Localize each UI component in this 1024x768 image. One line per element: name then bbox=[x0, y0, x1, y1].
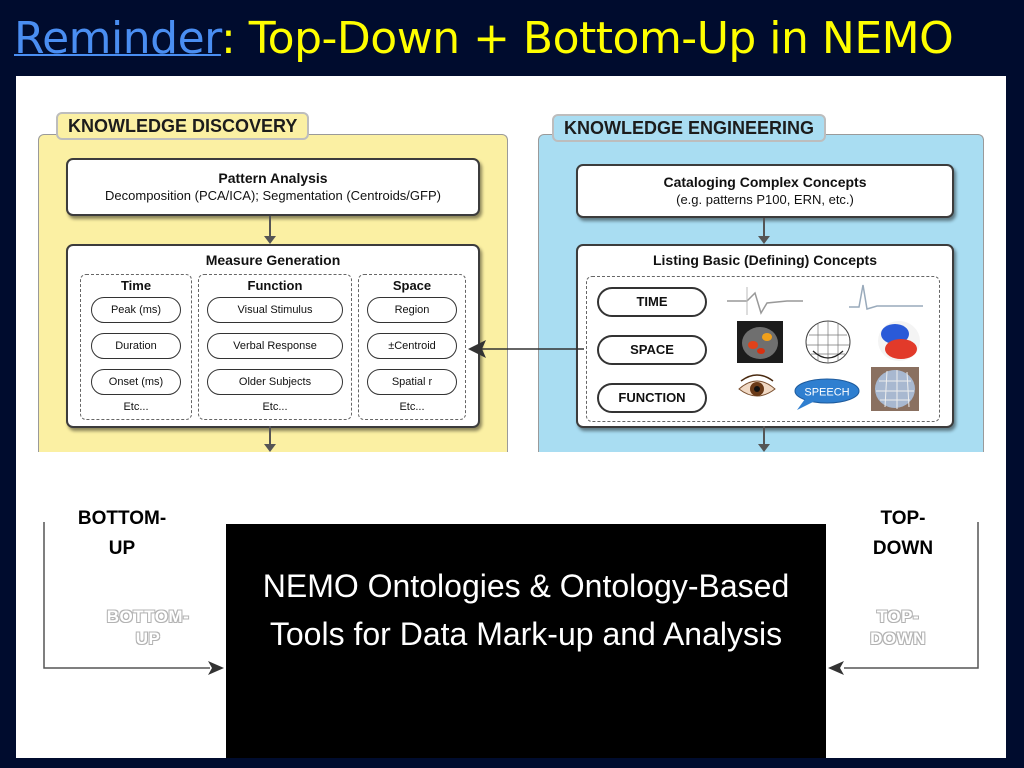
cataloging-title: Cataloging Complex Concepts bbox=[663, 174, 867, 190]
pattern-analysis-box: Pattern Analysis Decomposition (PCA/ICA)… bbox=[66, 158, 480, 216]
function-column-title: Function bbox=[247, 278, 303, 293]
cataloging-box: Cataloging Complex Concepts (e.g. patter… bbox=[576, 164, 954, 218]
space-column: Space Region ±Centroid Spatial r Etc... bbox=[358, 274, 466, 420]
function-etc: Etc... bbox=[262, 401, 288, 413]
region-pill: Region bbox=[367, 297, 457, 323]
electrode-map-image bbox=[805, 320, 851, 364]
topography-map-image bbox=[878, 321, 920, 361]
time-column: Time Peak (ms) Duration Onset (ms) Etc..… bbox=[80, 274, 192, 420]
reminder-link[interactable]: Reminder bbox=[14, 13, 221, 64]
eye-image bbox=[738, 374, 776, 397]
centroid-pill: ±Centroid bbox=[367, 333, 457, 359]
white-gap bbox=[16, 452, 984, 522]
function-pill: FUNCTION bbox=[597, 383, 707, 413]
spatial-r-pill: Spatial r bbox=[367, 369, 457, 395]
space-column-title: Space bbox=[392, 278, 432, 293]
connector-lines bbox=[43, 340, 979, 675]
down-arrow bbox=[758, 218, 770, 244]
knowledge-discovery-tag: KNOWLEDGE DISCOVERY bbox=[56, 112, 310, 140]
older-subjects-pill: Older Subjects bbox=[207, 369, 343, 395]
verbal-response-pill: Verbal Response bbox=[207, 333, 343, 359]
top-down-ghost-label: TOP- DOWN bbox=[870, 607, 926, 648]
eeg-cap-photo bbox=[871, 367, 919, 411]
down-arrow bbox=[758, 426, 770, 452]
slide-title: Reminder: Top-Down + Bottom-Up in NEMO bbox=[14, 8, 954, 70]
time-column-title: Time bbox=[120, 278, 152, 293]
speech-bubble: SPEECH bbox=[794, 378, 860, 410]
listing-title: Listing Basic (Defining) Concepts bbox=[652, 252, 877, 268]
title-text: : Top-Down + Bottom-Up in NEMO bbox=[220, 13, 954, 64]
down-arrow bbox=[264, 216, 276, 244]
knowledge-engineering-tag: KNOWLEDGE ENGINEERING bbox=[552, 114, 827, 142]
down-arrow bbox=[264, 426, 276, 452]
top-down-label: TOP- DOWN bbox=[872, 508, 934, 559]
visual-stimulus-pill: Visual Stimulus bbox=[207, 297, 343, 323]
cataloging-subtitle: (e.g. patterns P100, ERN, etc.) bbox=[676, 192, 854, 207]
erp-waveform-thumbnails bbox=[727, 284, 923, 315]
space-etc: Etc... bbox=[399, 401, 425, 413]
listing-box: Listing Basic (Defining) Concepts TIME S… bbox=[576, 244, 954, 428]
duration-pill: Duration bbox=[91, 333, 181, 359]
time-pill: TIME bbox=[597, 287, 707, 317]
function-column: Function Visual Stimulus Verbal Response… bbox=[198, 274, 352, 420]
brain-scan-image bbox=[737, 321, 783, 363]
listing-inner: TIME SPACE FUNCTION bbox=[586, 276, 940, 422]
pattern-analysis-subtitle: Decomposition (PCA/ICA); Segmentation (C… bbox=[105, 188, 441, 203]
bottom-up-ghost-label: BOTTOM- UP bbox=[106, 607, 190, 648]
measure-generation-title: Measure Generation bbox=[205, 252, 341, 268]
speech-bubble-text: SPEECH bbox=[804, 387, 849, 399]
peak-pill: Peak (ms) bbox=[91, 297, 181, 323]
nemo-ontologies-text: NEMO Ontologies & Ontology-Based Tools f… bbox=[262, 568, 790, 652]
measure-generation-box: Measure Generation Time Peak (ms) Durati… bbox=[66, 244, 480, 428]
time-etc: Etc... bbox=[123, 401, 149, 413]
space-pill: SPACE bbox=[597, 335, 707, 365]
bottom-up-label: BOTTOM- UP bbox=[77, 508, 167, 559]
diagram-panel: KNOWLEDGE DISCOVERY Pattern Analysis Dec… bbox=[16, 76, 1006, 758]
pattern-analysis-title: Pattern Analysis bbox=[218, 170, 328, 186]
onset-pill: Onset (ms) bbox=[91, 369, 181, 395]
nemo-ontologies-box: NEMO Ontologies & Ontology-Based Tools f… bbox=[226, 524, 826, 758]
